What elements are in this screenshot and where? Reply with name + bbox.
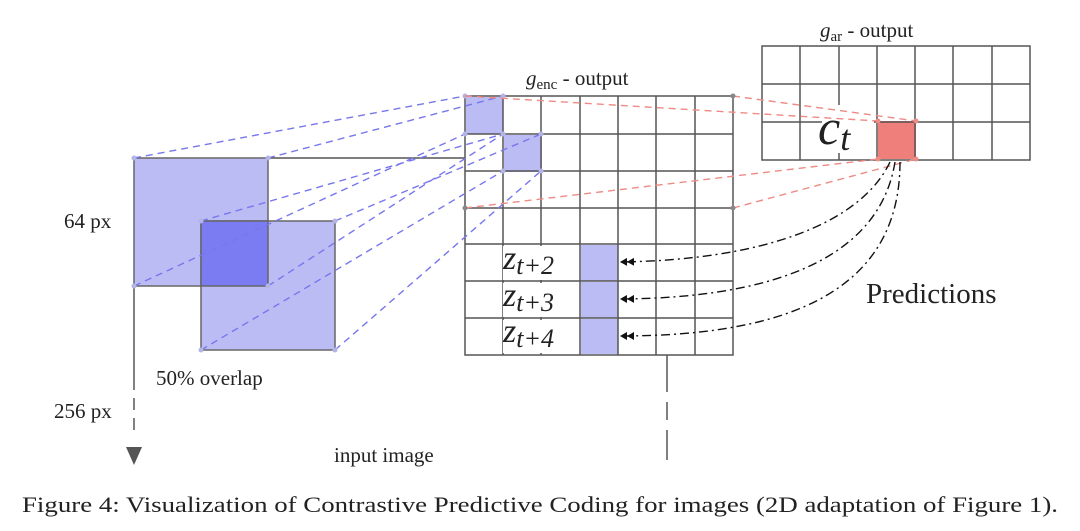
image-axis: [126, 286, 668, 465]
g-enc-output-grid: zt+2 zt+3 zt+4: [464, 95, 734, 356]
figure-caption: Figure 4: Visualization of Contrastive P…: [22, 492, 1058, 517]
predictions-label: Predictions: [866, 278, 997, 310]
context-cell: [878, 121, 916, 159]
z-label-t2: zt+2: [502, 240, 554, 280]
context-symbol: c: [818, 99, 840, 155]
patch-overlap: [200, 220, 269, 287]
prediction-arrows: [619, 161, 901, 340]
prediction-target-cell: [581, 282, 618, 318]
z-label-t3: zt+3: [502, 277, 554, 317]
prediction-target-cell: [581, 245, 618, 281]
overlap-label: 50% overlap: [156, 366, 263, 390]
patch-projection-lines: [133, 95, 542, 351]
g-enc-label: genc - output: [526, 66, 629, 93]
context-projection-lines: [464, 95, 917, 209]
context-label: ct: [818, 99, 851, 158]
encoded-patch-cell: [466, 97, 503, 134]
z-label-t4: zt+4: [502, 313, 554, 353]
patch-size-label: 64 px: [64, 209, 112, 233]
g-ar-label: gar - output: [820, 18, 913, 45]
g-ar-output-grid: ct: [761, 45, 1031, 161]
encoded-patch-cell: [504, 135, 542, 172]
image-size-label: 256 px: [54, 399, 112, 423]
context-subscript: t: [840, 118, 851, 158]
input-image-label: input image: [334, 443, 434, 467]
prediction-target-cell: [581, 319, 618, 354]
